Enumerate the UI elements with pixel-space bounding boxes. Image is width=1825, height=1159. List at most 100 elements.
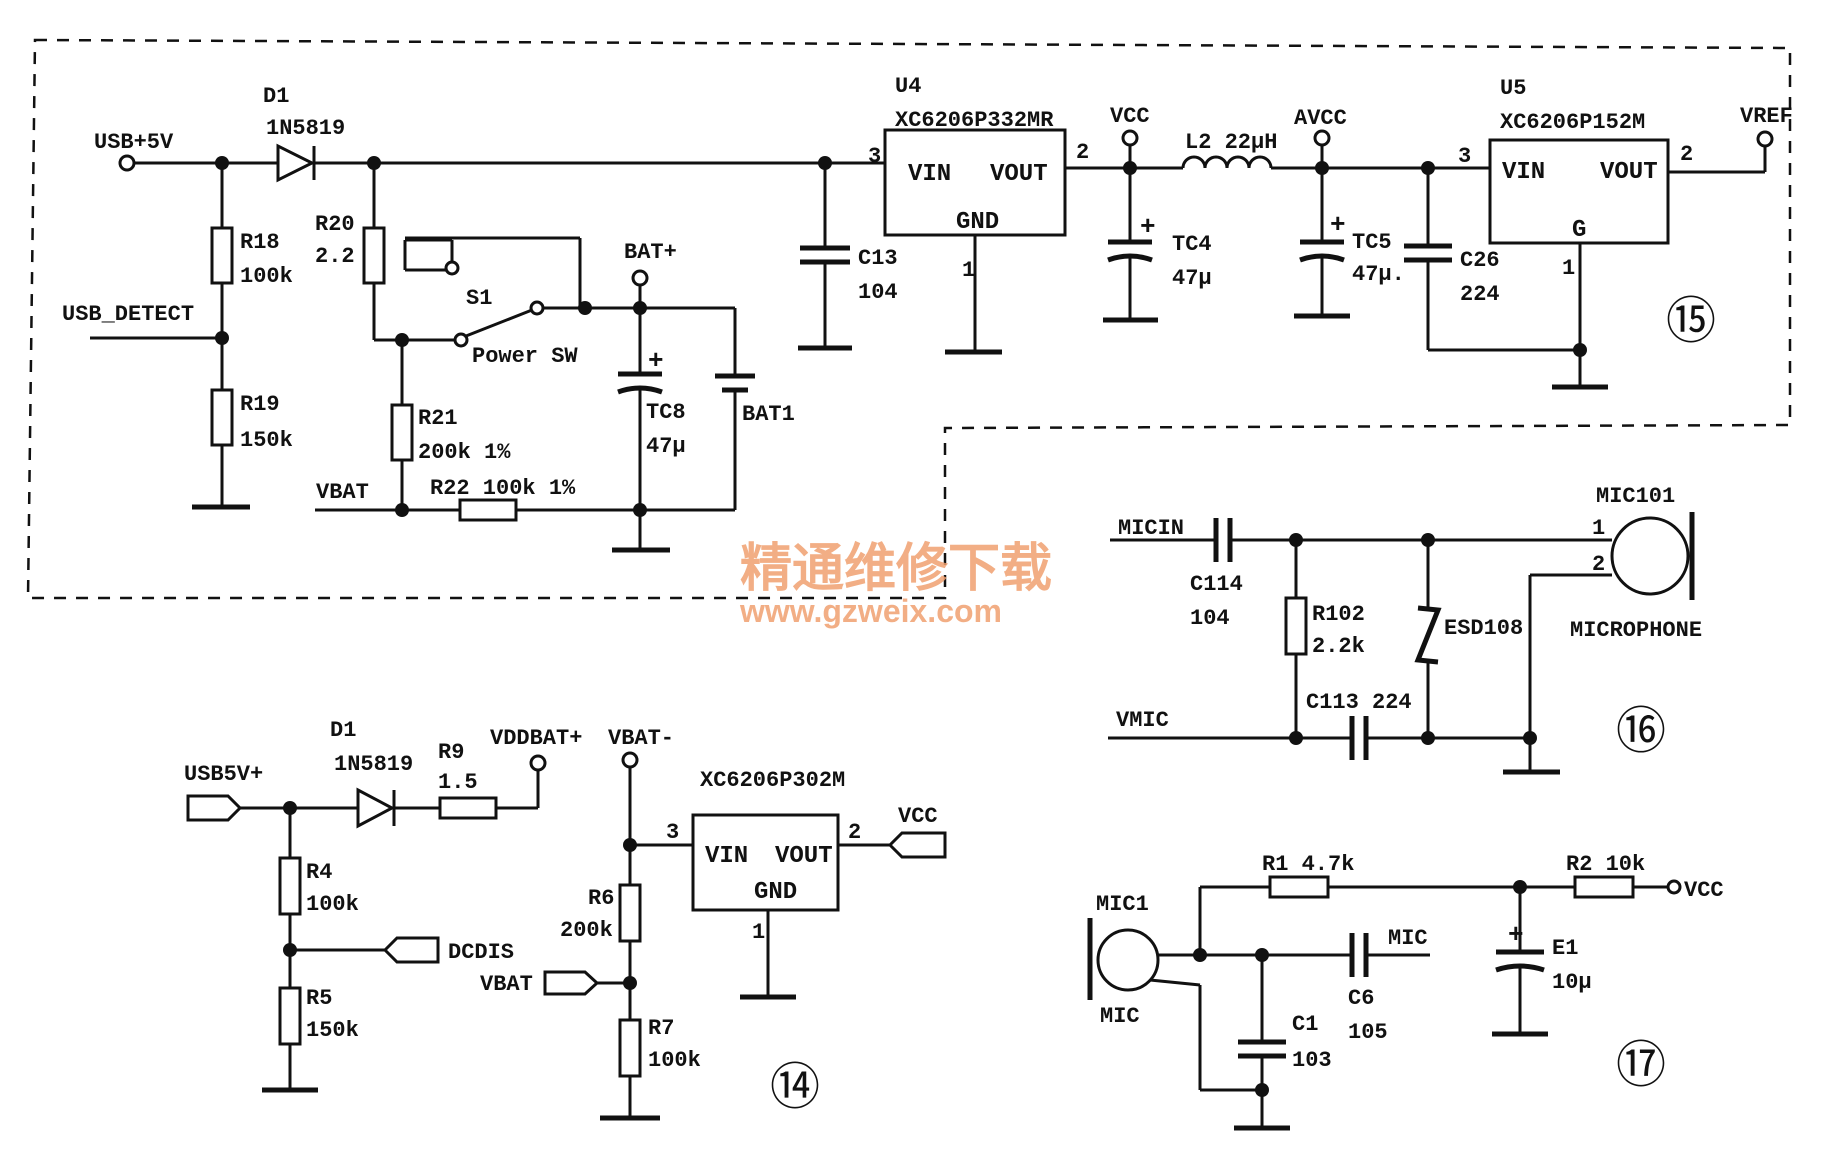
circuit-16-number: ⑯ [1616,702,1666,760]
r5-value: 150k [306,1018,359,1043]
tc4-label: TC4 [1172,232,1212,257]
vref-label: VREF [1740,104,1793,129]
d1-label: D1 [330,718,356,743]
vcc-label: VCC [1110,104,1150,129]
watermark-title: 精通维修下载 [740,539,1052,599]
r7-value: 100k [648,1048,701,1073]
d1-label: D1 [263,84,289,109]
r21-value: 200k 1% [418,440,511,465]
r102-label: R102 [1312,602,1365,627]
svg-text:3: 3 [666,820,679,845]
microphone-label: MICROPHONE [1570,618,1702,643]
svg-text:VIN: VIN [1502,159,1545,186]
r4-label: R4 [306,860,332,885]
c114-label: C114 [1190,572,1243,597]
c114-value: 104 [1190,606,1230,631]
r5-label: R5 [306,986,332,1011]
microphone-mic101 [1610,516,1690,596]
u4-pin3: 3 [868,144,881,169]
switch-s1-lever [465,308,533,338]
vcc-label: VCC [898,804,938,829]
diode-d1 [356,787,396,829]
vcc-label: VCC [1684,878,1724,903]
c13-label: C13 [858,246,898,271]
tc8-value: 47μ [646,434,686,459]
e1-value: 10μ [1552,970,1592,995]
vcc-terminal [1121,129,1139,147]
r1-label: R1 4.7k [1262,852,1354,877]
r4-value: 100k [306,892,359,917]
mic1-label: MIC1 [1096,892,1149,917]
r21-label: R21 [418,406,458,431]
r18-value: 100k [240,264,293,289]
c113-label: C113 224 [1306,690,1412,715]
bat-plus-terminal [631,269,649,287]
vcc-port [887,831,947,859]
svg-text:2: 2 [1592,552,1605,577]
esd-diode [1414,605,1442,665]
d1-part: 1N5819 [266,116,345,141]
tc8-label: TC8 [646,400,686,425]
watermark-url: www.gzweix.com [739,593,1002,629]
microphone-mic1 [1096,928,1160,992]
dcdis-label: DCDIS [448,940,514,965]
c26-label: C26 [1460,248,1500,273]
resistor-r1 [1268,875,1330,899]
d1-part: 1N5819 [334,752,413,777]
vmic-label: VMIC [1116,708,1169,733]
mic1-sub-label: MIC [1100,1004,1140,1029]
resistor-r6 [618,883,642,943]
r6-value: 200k [560,918,613,943]
u4-part: XC6206P332MR [895,108,1054,133]
circuit-15-boundary [26,38,1792,600]
svg-text:GND: GND [956,209,999,236]
esd108-label: ESD108 [1444,616,1523,641]
avcc-label: AVCC [1294,106,1347,131]
svg-text:VOUT: VOUT [1600,159,1658,186]
u4-pin2: 2 [1076,140,1089,165]
usb-5v-label: USB+5V [94,130,174,155]
r18-label: R18 [240,230,280,255]
u5-part: XC6206P152M [1500,110,1645,135]
svg-text:+: + [648,346,664,376]
circuit-14: USB5V+ D1 1N5819 R9 1.5 VDDBAT+ R4 100k … [184,718,947,1121]
vcc-terminal [1666,879,1682,895]
usb-5v-terminal [118,154,136,172]
c13-value: 104 [858,280,898,305]
u5-pin2: 2 [1680,142,1693,167]
vbat-port [543,970,600,996]
svg-text:1: 1 [1592,516,1605,541]
svg-text:1: 1 [1562,256,1575,281]
s1-label: S1 [466,286,492,311]
resistor-r5 [278,986,302,1046]
resistor-r19 [210,388,234,447]
svg-text:+: + [1330,210,1346,240]
circuit-16: MICIN C114 104 R102 2.2k ESD108 VMIC C11… [1108,484,1702,775]
u4-label: U4 [895,74,921,99]
switch-s1-contact [453,332,469,348]
svg-text:VIN: VIN [705,843,748,870]
usb-detect-label: USB_DETECT [62,302,194,327]
regulator-u4 [883,128,1067,237]
svg-text:GND: GND [754,879,797,906]
resistor-r7 [618,1018,642,1078]
diode-d1 [276,143,316,183]
dcdis-port [382,936,440,964]
r20-label: R20 [315,212,355,237]
r20-value: 2.2 [315,244,355,269]
c26-value: 224 [1460,282,1500,307]
resistor-r21 [390,403,414,462]
circuit-15-number: ⑮ [1666,292,1716,350]
regulator-part: XC6206P302M [700,768,845,793]
r6-label: R6 [588,886,614,911]
resistor-r2 [1573,875,1635,899]
circuit-17: R1 4.7k R2 10k VCC + E1 10μ MIC1 MIC MIC [1087,852,1724,1131]
resistor-r20 [362,226,386,285]
mic101-label: MIC101 [1596,484,1675,509]
usb5v-label: USB5V+ [184,762,263,787]
vddbat-terminal [529,754,547,772]
bat1-label: BAT1 [742,402,795,427]
svg-text:1: 1 [962,258,975,283]
r19-label: R19 [240,392,280,417]
